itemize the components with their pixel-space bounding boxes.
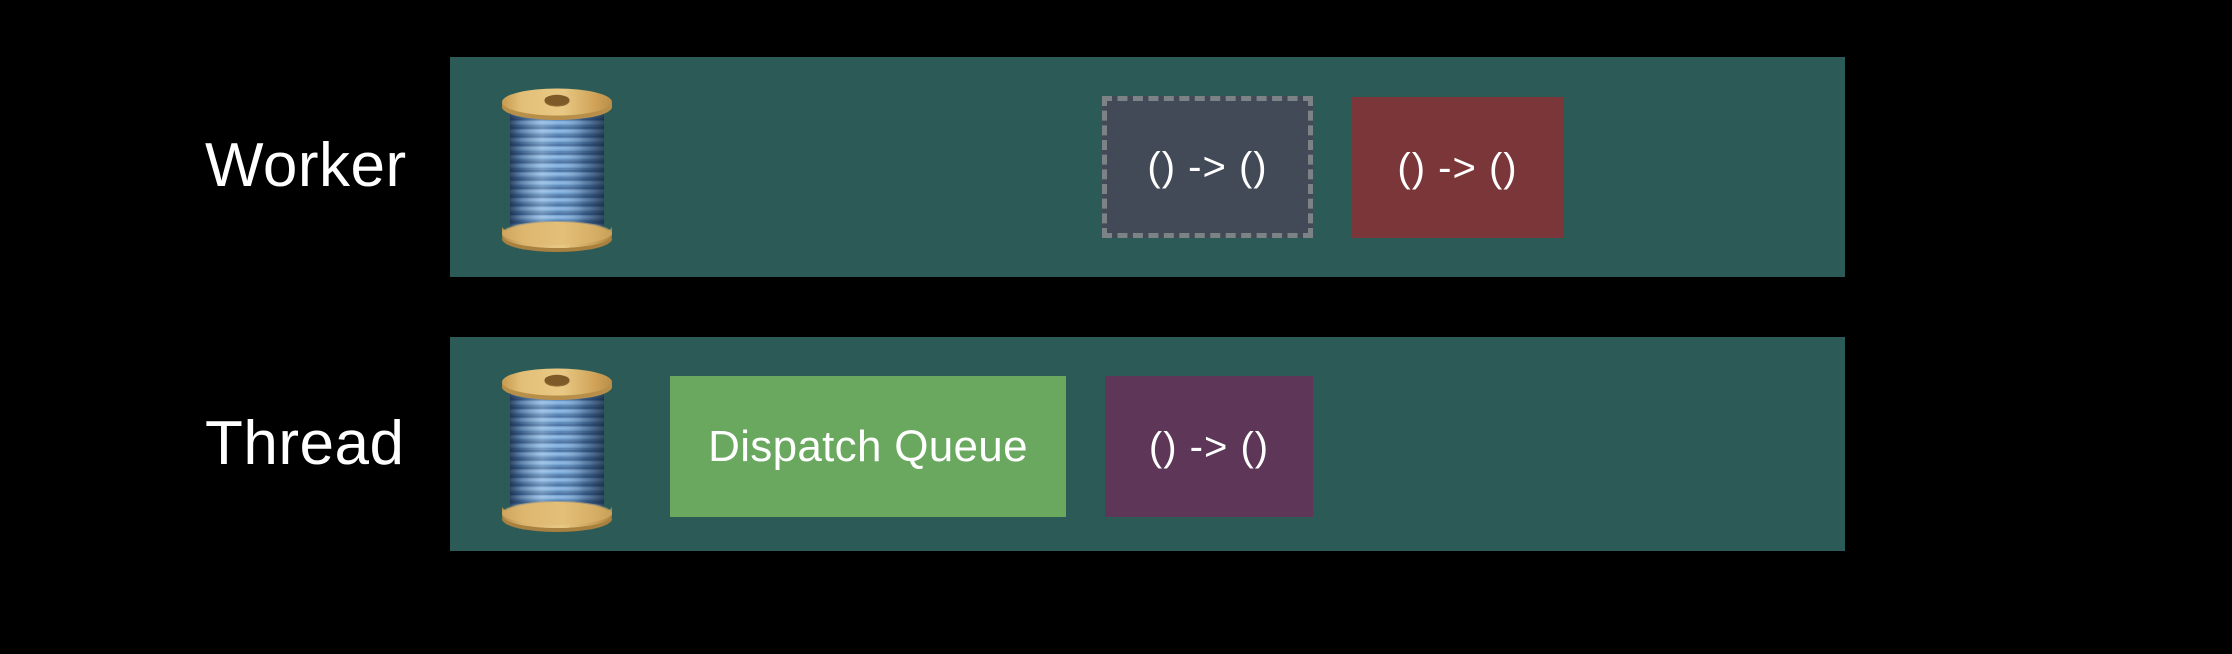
block-pending-closure[interactable]: () -> () — [1102, 96, 1313, 238]
block-queued-closure[interactable]: () -> () — [1105, 376, 1313, 517]
row-label-thread: Thread — [205, 409, 405, 478]
block-running-closure[interactable]: () -> () — [1352, 97, 1563, 238]
thread-spool-icon — [498, 364, 616, 536]
block-dispatch-queue[interactable]: Dispatch Queue — [670, 376, 1066, 517]
row-label-worker: Worker — [205, 131, 407, 200]
thread-spool-icon — [498, 84, 616, 256]
